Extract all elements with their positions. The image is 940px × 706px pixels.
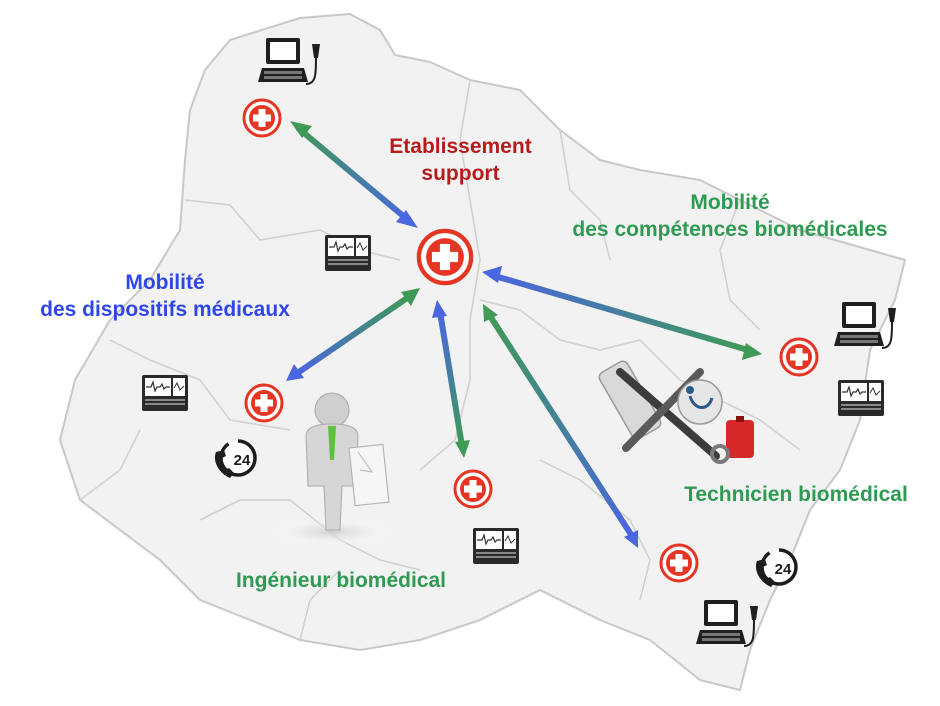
ecg-monitor-icon <box>837 379 885 417</box>
arrowhead-support-s <box>432 300 447 318</box>
phone-24h-icon: 24 <box>754 548 798 589</box>
region-map <box>59 13 906 691</box>
arrow-support-to-southeast <box>487 314 635 538</box>
mobility-arrows <box>286 121 762 548</box>
arrowhead-north <box>290 121 312 138</box>
phone-24-label-b: 24 <box>775 561 792 578</box>
phone-24-label-a: 24 <box>234 452 251 469</box>
hospital-cross-icon <box>453 469 493 509</box>
ecg-monitor-icon <box>141 374 189 412</box>
mobility-devices-label: Mobilité des dispositifs médicaux <box>0 269 330 323</box>
support-label-line2: support <box>421 162 500 185</box>
arrowhead-west <box>286 364 304 381</box>
arrowhead-support-se <box>483 304 498 322</box>
arrow-support-to-south <box>437 311 465 447</box>
engineer-label: Ingénieur biomédical <box>200 567 482 594</box>
arrowhead-support-w <box>401 288 420 306</box>
ecg-monitor-icon <box>472 527 520 565</box>
support-establishment-label: Etablissement support <box>358 133 563 187</box>
support-label-line1: Etablissement <box>389 135 532 158</box>
arrow-support-to-west <box>294 293 412 377</box>
tools-icon <box>598 360 754 464</box>
technician-label: Technicien biomédical <box>655 481 937 508</box>
mobility-devices-line2: des dispositifs médicaux <box>40 298 290 321</box>
arrowhead-south <box>455 440 470 458</box>
hospital-cross-icon <box>659 543 699 583</box>
ecg-monitor-icon <box>324 234 372 272</box>
hospital-cross-icon <box>419 231 471 283</box>
arrow-support-to-north <box>296 125 410 223</box>
arrowhead-support-n <box>396 210 418 228</box>
engineer-text: Ingénieur biomédical <box>235 569 447 592</box>
mobility-skills-line1: Mobilité <box>690 191 770 214</box>
arrowhead-southeast <box>624 530 638 548</box>
businessman-figure <box>268 392 396 546</box>
technician-text: Technicien biomédical <box>684 483 908 506</box>
hospital-cross-icon <box>244 383 284 423</box>
arrowhead-east <box>742 343 762 360</box>
arrow-support-to-east <box>494 273 749 353</box>
mobility-skills-line2: des compétences biomédicales <box>572 218 888 241</box>
phone-24h-icon: 24 <box>213 439 257 480</box>
mobility-skills-label: Mobilité des compétences biomédicales <box>530 189 930 243</box>
hospital-cross-icon <box>779 337 819 377</box>
mobility-devices-line1: Mobilité <box>125 271 205 294</box>
hospital-cross-icon <box>242 98 282 138</box>
arrowhead-support-e <box>482 266 502 283</box>
